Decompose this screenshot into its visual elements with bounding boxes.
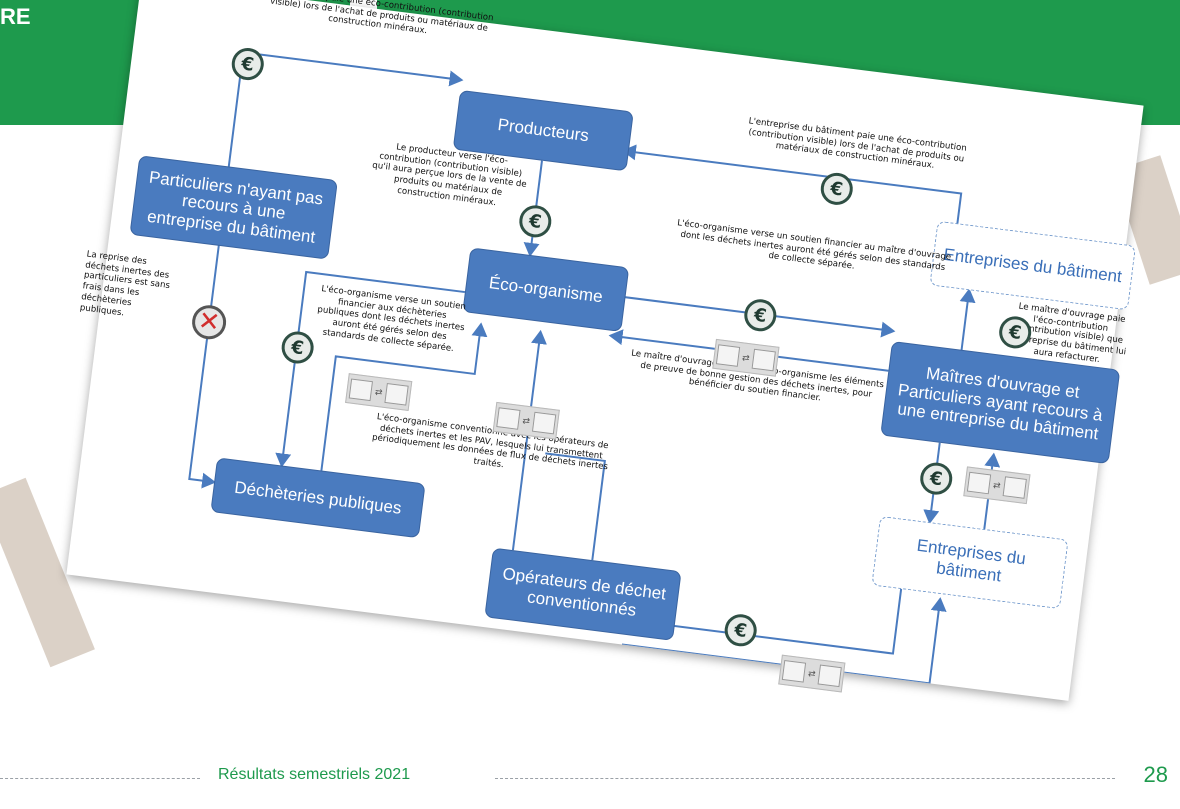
arrow-maitres-to-entreprises-top [959, 288, 976, 355]
arrow-eco-to-decheteries [275, 270, 466, 468]
arrow-entreprises-to-operateurs [623, 579, 904, 655]
arrow-entreprises-to-producteurs [621, 144, 963, 234]
footer-dashed-line-right [495, 778, 1115, 779]
header-title-fragment: RE [0, 4, 31, 29]
footer-title: Résultats semestriels 2021 [218, 766, 411, 783]
arrow-operateurs-to-eco [511, 329, 547, 551]
arrow-operateurs-data [545, 452, 606, 561]
arrow-operateurs-to-entreprises [621, 597, 947, 685]
arrow-decheteries-to-eco [320, 322, 488, 471]
diagram-card: Producteurs Éco-organisme Particuliers n… [66, 0, 1144, 701]
page-number: 28 [1143, 762, 1168, 787]
note-reprise-sans-frais: La reprise des déchets inertes des parti… [79, 249, 171, 319]
arrow-particuliers-to-decheteries [188, 220, 223, 489]
footer-dashed-line-left [0, 778, 200, 779]
